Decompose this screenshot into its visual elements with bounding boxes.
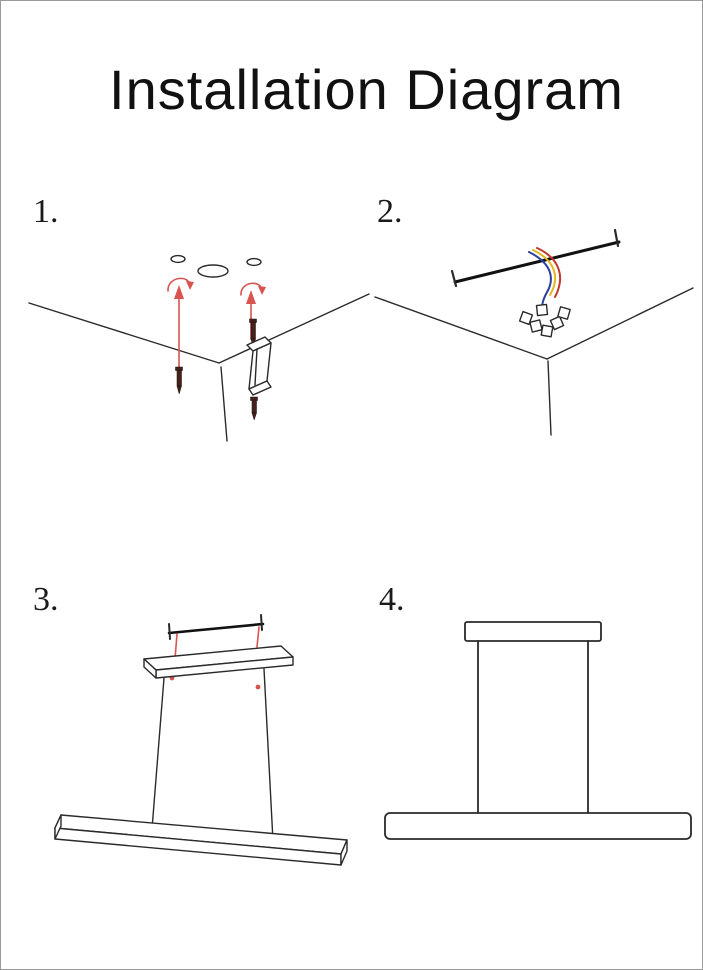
ceiling-corner-lines	[28, 293, 370, 442]
step-2-number: 2.	[377, 193, 403, 230]
ceiling-holes	[170, 254, 262, 278]
step2-wiring-diagram	[374, 228, 694, 436]
page-title: Installation Diagram	[109, 58, 624, 121]
step3-hang-fixture-diagram	[54, 614, 348, 866]
step-1-number: 1.	[33, 193, 59, 230]
ceiling-canopy	[143, 645, 294, 679]
mounting-bracket-drawing	[246, 336, 272, 396]
step-3-number: 3.	[33, 581, 59, 618]
wall-anchor-screw-left	[175, 366, 183, 395]
step-4-number: 4.	[379, 581, 405, 618]
wall-anchor-screw-lower-right	[250, 396, 258, 421]
ceiling-canopy	[464, 621, 602, 642]
suspension-rods	[151, 668, 274, 842]
wire-connectors	[518, 303, 571, 338]
fixture-stem-panel	[477, 640, 589, 814]
linear-light-bar	[384, 812, 692, 840]
mounting-crossbar	[450, 228, 621, 288]
linear-light-bar	[54, 814, 348, 866]
step4-finished-fixture-diagram	[384, 621, 692, 840]
step1-drill-and-bracket-diagram	[28, 254, 370, 442]
mounting-crossbar	[167, 614, 265, 640]
push-up-arrow-left	[167, 277, 194, 382]
ceiling-corner-lines	[374, 287, 694, 436]
